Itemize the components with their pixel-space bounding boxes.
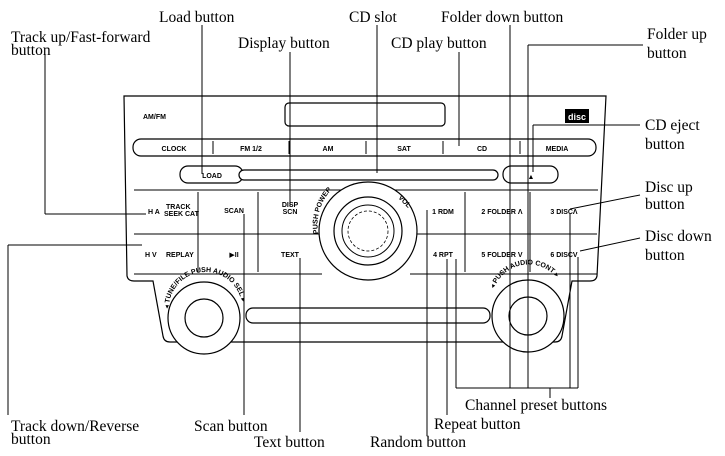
folder-down-callout: Folder down button [441,9,564,26]
lower-slot [245,307,491,324]
load-button-callout: Load button [159,9,235,26]
preset-1-button[interactable]: 1 RDM [432,209,454,216]
text-button[interactable]: TEXT [281,252,300,259]
eject-icon: ▲ [528,174,535,181]
track-up-callout-line2: button [11,42,51,59]
replay-label: REPLAY [166,252,194,259]
am-button[interactable]: AM [323,146,334,153]
cd-button[interactable]: CD [477,146,487,153]
eject-button[interactable] [502,165,559,184]
track-down-icon[interactable]: H V [145,252,157,259]
track-up-callout-line1: Track up/Fast-forward [11,29,151,46]
radio-faceplate: AM/FM disc CLOCK FM 1/2 AM SAT CD MEDIA … [123,95,607,355]
scan-button[interactable]: SCAN [224,208,244,215]
play-pause-icon[interactable]: ▶II [229,252,238,259]
disc-up-callout-line1: Disc up [645,179,693,196]
folder-up-callout-line2: button [647,45,687,62]
preset-4-button[interactable]: 4 RPT [433,252,454,259]
media-button[interactable]: MEDIA [546,146,569,153]
preset-6-button[interactable]: 6 DISCV [550,252,578,259]
cd-play-callout: CD play button [391,35,487,52]
disc-logo [565,109,589,123]
cd-slot[interactable] [238,169,499,181]
load-button-label: LOAD [202,173,222,180]
display-window [284,102,446,127]
seek-cat-label: SEEK CAT [164,211,200,218]
track-up-icon[interactable]: H A [148,209,160,216]
disc-down-callout-line2: button [645,247,685,264]
preset-5-button[interactable]: 5 FOLDER V [481,252,523,259]
fm-button[interactable]: FM 1/2 [240,146,262,153]
track-down-callout-line2: button [11,431,51,448]
disc-down-callout-line1: Disc down [645,228,712,245]
cd-eject-callout-line1: CD eject [645,117,700,134]
brand-label: AM/FM [143,114,166,121]
leader-lines [7,25,643,436]
repeat-callout: Repeat button [434,416,521,433]
source-button-row: CLOCK FM 1/2 AM SAT CD MEDIA [132,138,597,157]
callout-labels: Load button CD slot Folder down button T… [11,9,712,451]
power-volume-knob[interactable]: PUSH POWER VOL [312,181,418,281]
disp-scn-label: SCN [283,209,298,216]
preset-2-button[interactable]: 2 FOLDER Λ [481,209,523,216]
scan-callout: Scan button [194,418,268,435]
sat-button[interactable]: SAT [397,146,411,153]
channel-preset-callout: Channel preset buttons [465,397,607,414]
clock-button[interactable]: CLOCK [162,146,187,153]
random-callout: Random button [370,434,466,451]
track-label: TRACK [166,204,191,211]
text-button-callout: Text button [254,434,325,451]
disc-up-callout-line2: button [645,196,685,213]
cd-eject-callout-line2: button [645,136,685,153]
cd-slot-callout: CD slot [349,9,397,26]
preset-3-button[interactable]: 3 DISCΛ [550,209,578,216]
track-down-callout-line1: Track down/Reverse [11,418,139,435]
folder-up-callout-line1: Folder up [647,26,707,43]
display-callout: Display button [238,35,330,52]
disc-logo-text: disc [568,112,586,122]
